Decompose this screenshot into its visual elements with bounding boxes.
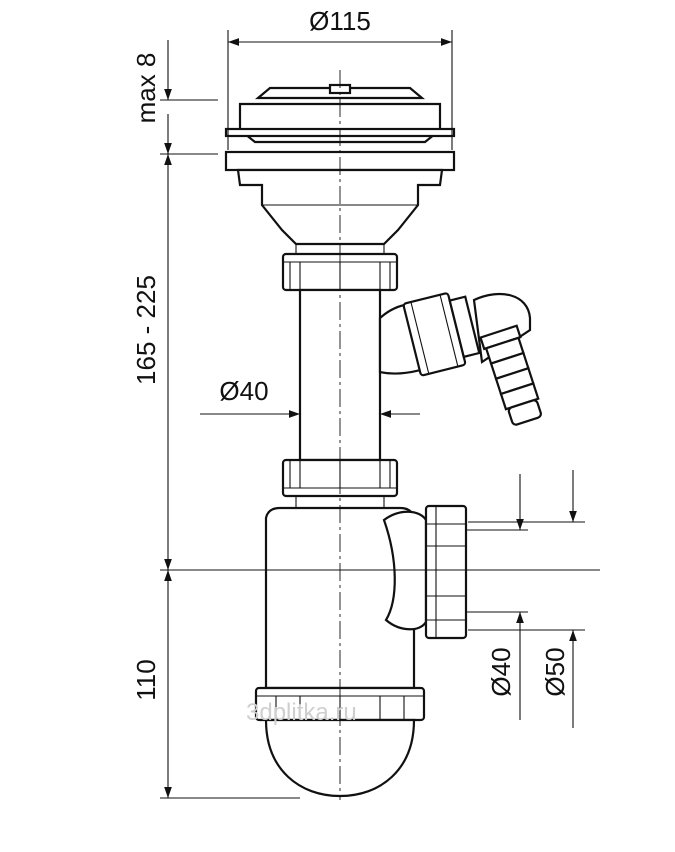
bottle-trap-body <box>264 496 428 690</box>
dim-body-height: 165 - 225 <box>131 275 161 385</box>
dimension-lines <box>160 30 585 799</box>
dim-outlet-inner: Ø40 <box>486 647 516 696</box>
watermark-text: 3dplitka.ru <box>246 699 357 726</box>
center-lines <box>160 70 600 800</box>
outlet-nut <box>424 504 468 640</box>
dim-outer-diameter: Ø115 <box>309 6 371 36</box>
dim-trap-height: 110 <box>131 659 161 700</box>
side-hose-inlet <box>378 292 542 426</box>
dim-pipe-diameter: Ø40 <box>219 376 268 406</box>
bottom-cup <box>254 686 426 798</box>
dim-max-height: max 8 <box>131 53 161 124</box>
dim-outlet-outer: Ø50 <box>540 647 570 696</box>
